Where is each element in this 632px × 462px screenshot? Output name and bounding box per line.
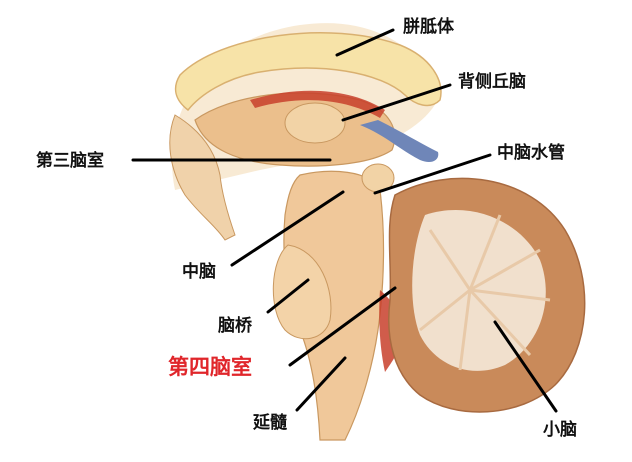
- label-pons: 脑桥: [218, 316, 252, 336]
- label-cerebellum: 小脑: [543, 420, 577, 440]
- label-cerebral-aqueduct: 中脑水管: [497, 143, 565, 163]
- leader-cerebral-aqueduct: [373, 153, 492, 195]
- arbor-vitae: [419, 214, 551, 371]
- dorsal-thalamus-shape: [284, 102, 346, 144]
- leader-pons: [266, 278, 310, 314]
- leader-fourth-ventricle: [288, 286, 397, 367]
- leader-midbrain: [230, 190, 345, 267]
- label-corpus-callosum: 胼胝体: [403, 17, 454, 37]
- label-midbrain: 中脑: [182, 262, 216, 282]
- pons-shape: [272, 244, 332, 340]
- corpus-callosum-shape: [174, 32, 442, 112]
- leader-dorsal-thalamus: [341, 83, 452, 122]
- great-cerebral-vein: [360, 120, 439, 163]
- label-fourth-ventricle: 第四脑室: [168, 355, 252, 379]
- label-dorsal-thalamus: 背侧丘脑: [458, 72, 526, 92]
- leader-lines: [131, 28, 558, 413]
- lateral-ventricle-roof: [250, 90, 385, 118]
- label-third-ventricle: 第三脑室: [36, 151, 104, 171]
- leader-cerebellum: [493, 320, 558, 413]
- leader-medulla: [295, 356, 347, 412]
- leader-corpus-callosum: [335, 28, 395, 57]
- frontal-region-shape: [169, 114, 236, 241]
- label-medulla: 延髓: [253, 413, 287, 433]
